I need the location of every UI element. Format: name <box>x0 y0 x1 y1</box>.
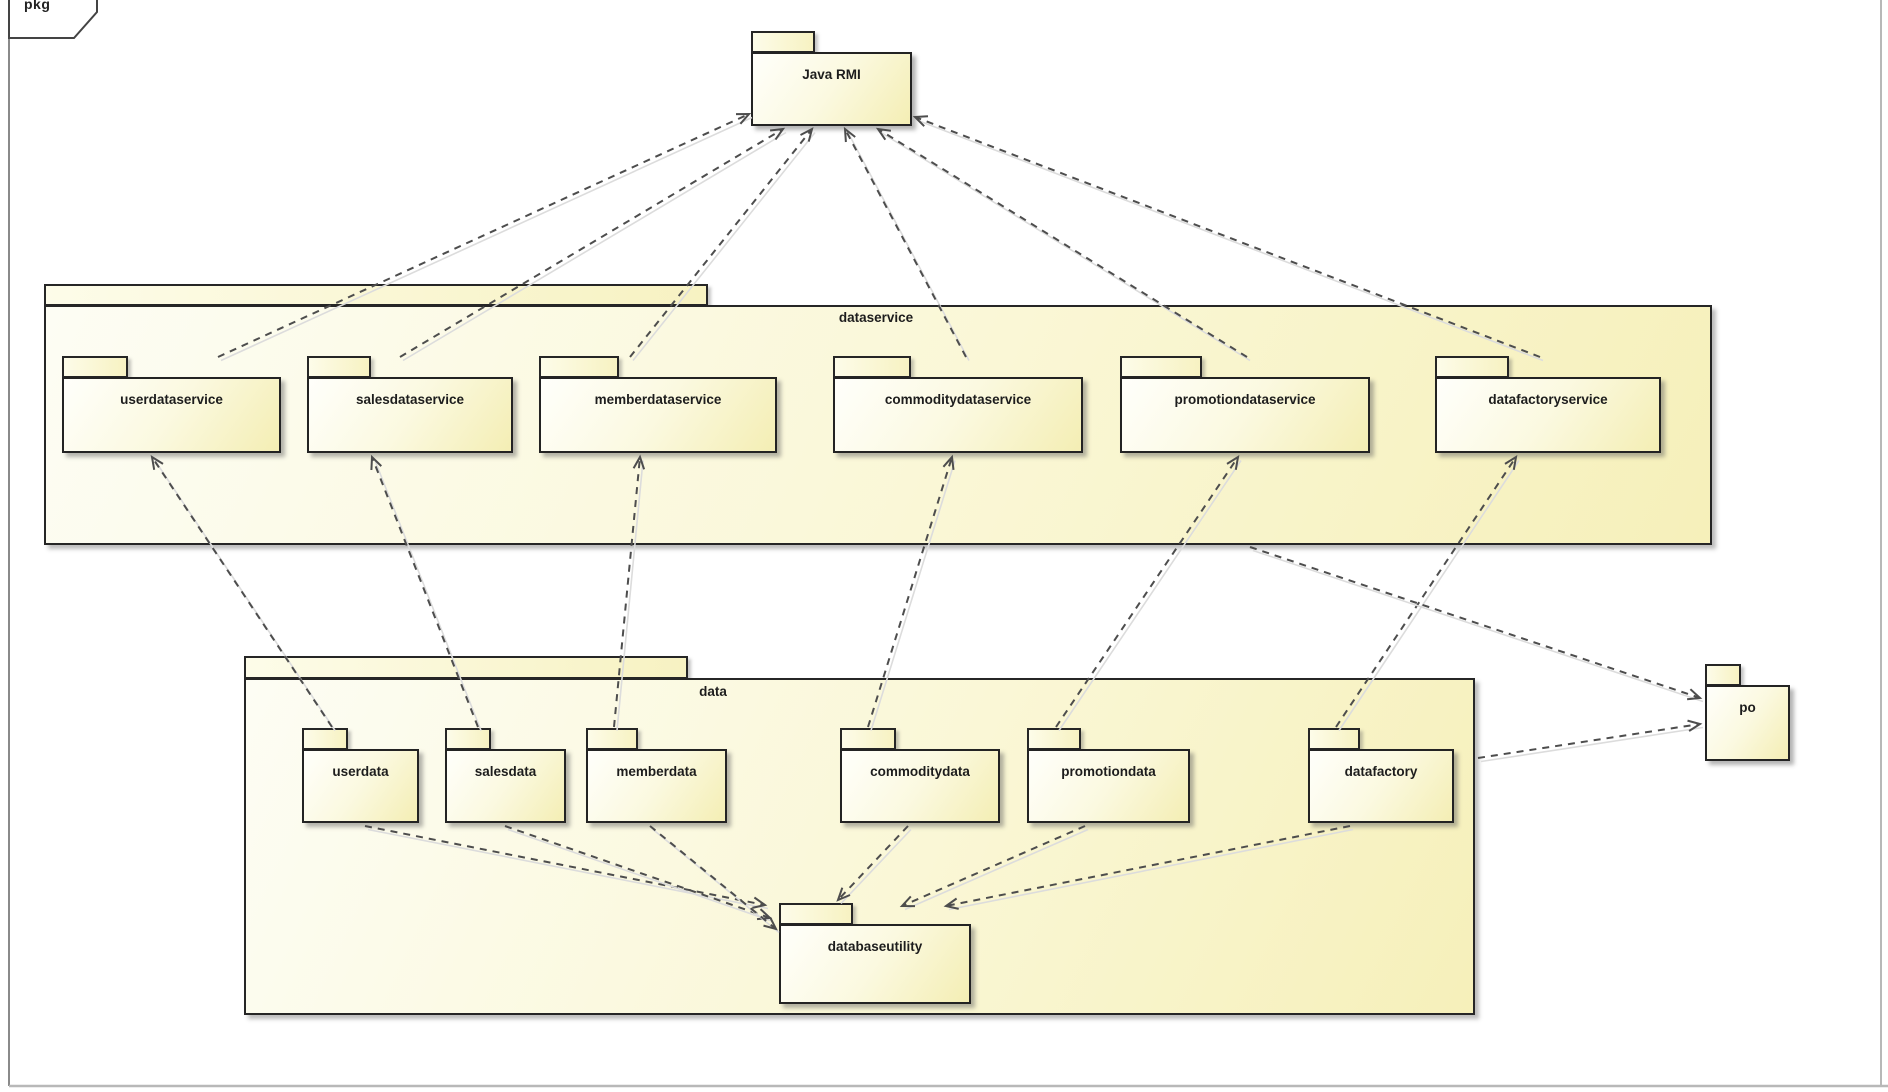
package-commoditydata: commoditydata <box>840 749 1000 823</box>
package-memberdataservice-tab <box>539 356 619 378</box>
package-salesdata-tab <box>445 728 491 750</box>
package-databaseutility: databaseutility <box>779 924 971 1004</box>
package-datafactory: datafactory <box>1308 749 1454 823</box>
package-commoditydata-tab <box>840 728 896 750</box>
package-userdata: userdata <box>302 749 419 823</box>
package-databaseutility-label: databaseutility <box>827 939 923 954</box>
container-data-label: data <box>699 684 727 699</box>
package-java-rmi-tab <box>751 31 815 53</box>
frame-pkg-label: pkg <box>24 0 51 12</box>
package-userdataservice-label: userdataservice <box>120 392 223 407</box>
package-commoditydataservice-label: commoditydataservice <box>884 392 1032 407</box>
package-po: po <box>1705 685 1790 761</box>
package-userdataservice: userdataservice <box>62 377 281 453</box>
package-salesdataservice-label: salesdataservice <box>355 392 465 407</box>
package-userdataservice-tab <box>62 356 128 378</box>
package-salesdata: salesdata <box>445 749 566 823</box>
package-salesdata-label: salesdata <box>474 764 537 779</box>
package-datafactory-label: datafactory <box>1344 764 1418 779</box>
package-java-rmi: Java RMI <box>751 52 912 126</box>
package-databaseutility-tab <box>779 903 853 925</box>
package-java-rmi-label: Java RMI <box>802 67 861 82</box>
package-datafactoryservice: datafactoryservice <box>1435 377 1661 453</box>
package-memberdataservice: memberdataservice <box>539 377 777 453</box>
package-promotiondata-tab <box>1027 728 1081 750</box>
package-datafactoryservice-label: datafactoryservice <box>1488 392 1608 407</box>
package-commoditydataservice: commoditydataservice <box>833 377 1083 453</box>
package-memberdata-label: memberdata <box>616 764 697 779</box>
package-commoditydataservice-tab <box>833 356 911 378</box>
package-datafactoryservice-tab <box>1435 356 1509 378</box>
package-salesdataservice: salesdataservice <box>307 377 513 453</box>
package-promotiondata-label: promotiondata <box>1061 764 1156 779</box>
package-userdata-tab <box>302 728 348 750</box>
package-po-label: po <box>1739 700 1756 715</box>
package-datafactory-tab <box>1308 728 1360 750</box>
package-promotiondataservice: promotiondataservice <box>1120 377 1370 453</box>
package-memberdataservice-label: memberdataservice <box>594 392 722 407</box>
package-commoditydata-label: commoditydata <box>870 764 970 779</box>
package-promotiondataservice-label: promotiondataservice <box>1174 392 1316 407</box>
package-salesdataservice-tab <box>307 356 371 378</box>
package-userdata-label: userdata <box>332 764 389 779</box>
package-promotiondata: promotiondata <box>1027 749 1190 823</box>
package-promotiondataservice-tab <box>1120 356 1202 378</box>
package-memberdata-tab <box>586 728 638 750</box>
package-memberdata: memberdata <box>586 749 727 823</box>
package-po-tab <box>1705 664 1741 686</box>
